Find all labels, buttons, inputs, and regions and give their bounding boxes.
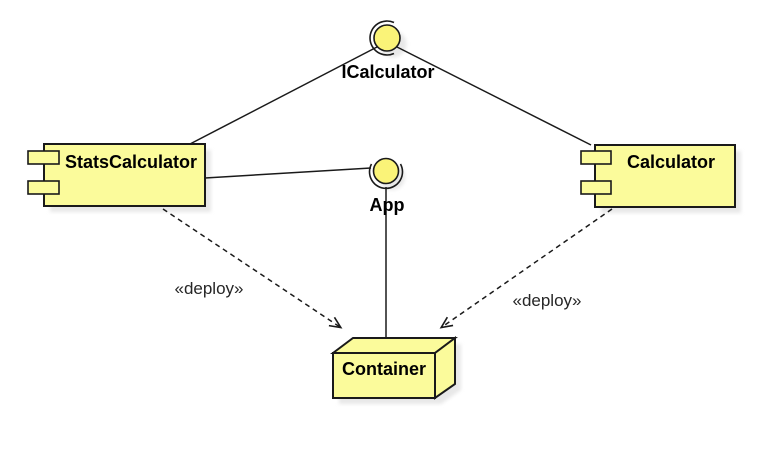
interface-app: App bbox=[368, 157, 405, 215]
interface-label-icalculator: ICalculator bbox=[341, 62, 434, 82]
component-body bbox=[594, 144, 736, 208]
component-tab-icon bbox=[580, 180, 612, 195]
component-tab-icon bbox=[27, 180, 60, 195]
component-body bbox=[43, 143, 206, 207]
component-label-calculator: Calculator bbox=[627, 152, 715, 172]
interface-label-app: App bbox=[370, 195, 405, 215]
edge-statscalculator-app bbox=[204, 167, 372, 179]
node-container: Container bbox=[330, 336, 458, 400]
deploy-label-left: «deploy» bbox=[174, 279, 243, 298]
socket-arc-icon bbox=[368, 163, 404, 190]
edge-deploy-calculator-container bbox=[439, 208, 613, 329]
component-tab-icon bbox=[27, 150, 60, 165]
component-calculator: Calculator bbox=[580, 144, 736, 208]
node-label-container: Container bbox=[342, 359, 426, 379]
component-statscalculator: StatsCalculator bbox=[27, 143, 206, 207]
interface-ball-icon bbox=[373, 24, 401, 52]
edge-calculator-icalculator bbox=[396, 46, 592, 146]
interface-ball-icon bbox=[372, 157, 400, 185]
node-front-face bbox=[332, 352, 436, 399]
edge-layer bbox=[162, 46, 613, 339]
interface-icalculator: ICalculator bbox=[341, 20, 435, 82]
edge-statscalculator-icalculator bbox=[189, 46, 378, 145]
socket-arc-icon bbox=[369, 20, 395, 56]
deploy-label-right: «deploy» bbox=[512, 291, 581, 310]
component-tab-icon bbox=[580, 150, 612, 165]
component-label-statscalculator: StatsCalculator bbox=[65, 152, 197, 172]
